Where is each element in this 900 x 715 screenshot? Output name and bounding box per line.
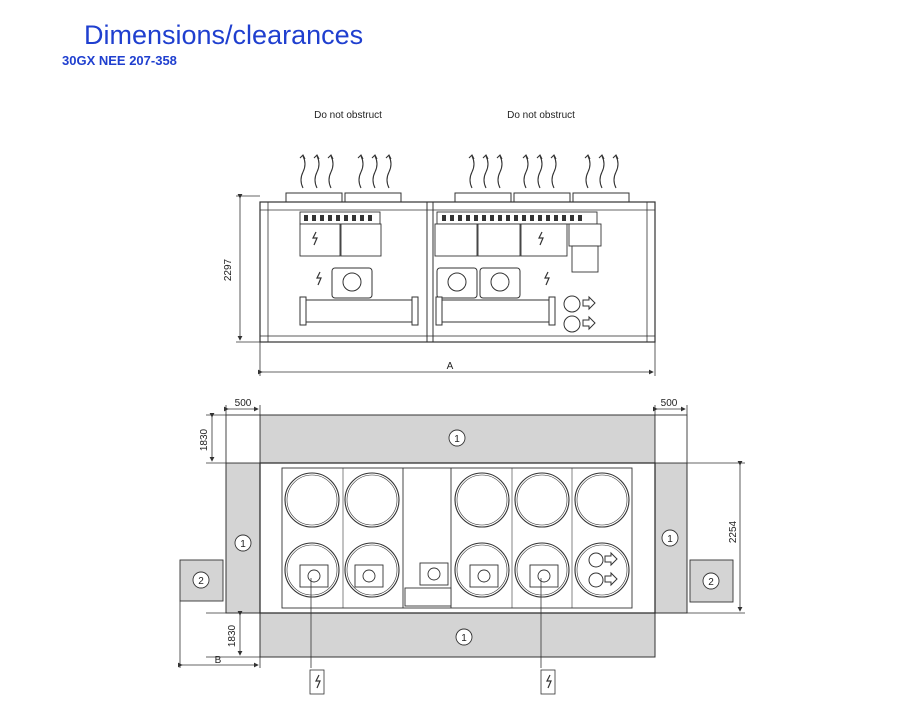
do-not-obstruct-note-right: Do not obstruct bbox=[507, 110, 575, 121]
compressor-group bbox=[299, 562, 559, 607]
electrical-hazard-icon bbox=[315, 674, 552, 689]
zone-2-marker: 2 bbox=[198, 576, 204, 587]
width-dimension bbox=[655, 461, 745, 614]
cooler-vessel bbox=[299, 296, 556, 326]
length-label: A bbox=[447, 361, 454, 372]
clearance-right-label: 500 bbox=[661, 398, 678, 409]
corner-clearance bbox=[654, 414, 688, 464]
zone-1-marker: 1 bbox=[454, 434, 460, 445]
length-dimension bbox=[258, 342, 656, 376]
side-view: Do not obstruct Do not obstruct bbox=[223, 110, 656, 376]
water-outlet-icon bbox=[588, 571, 618, 588]
electrical-access-callout bbox=[309, 578, 556, 695]
do-not-obstruct-note-left: Do not obstruct bbox=[314, 110, 382, 121]
offset-dimension bbox=[178, 601, 261, 668]
zone-1-marker: 1 bbox=[461, 633, 467, 644]
zone-1-marker: 1 bbox=[240, 539, 246, 550]
electrical-hazard-icon bbox=[312, 231, 550, 286]
corner-clearance bbox=[225, 414, 261, 464]
offset-label: B bbox=[215, 655, 222, 666]
fan-housing-row bbox=[285, 192, 630, 203]
airflow-icon bbox=[299, 154, 619, 189]
height-dimension bbox=[236, 194, 260, 343]
width-label: 2254 bbox=[728, 520, 739, 543]
clearance-top-label: 1830 bbox=[199, 428, 210, 451]
clearance-left-label: 500 bbox=[235, 398, 252, 409]
end-clearance-dimension bbox=[206, 413, 260, 658]
side-clearance-dimension bbox=[224, 405, 688, 415]
compressor-group bbox=[331, 267, 521, 299]
zone-2-marker: 2 bbox=[708, 577, 714, 588]
model-range: 30GX NEE 207-358 bbox=[62, 53, 177, 68]
plan-view: 1 1 1 1 2 2 500 500 1830 bbox=[178, 398, 745, 695]
page-title: Dimensions/clearances bbox=[84, 20, 364, 50]
water-inlet-icon bbox=[563, 295, 596, 313]
height-label: 2297 bbox=[223, 258, 234, 281]
clearance-bottom-label: 1830 bbox=[227, 624, 238, 647]
water-inlet-icon bbox=[588, 551, 618, 568]
water-outlet-icon bbox=[563, 315, 596, 333]
zone-1-marker: 1 bbox=[667, 534, 673, 545]
